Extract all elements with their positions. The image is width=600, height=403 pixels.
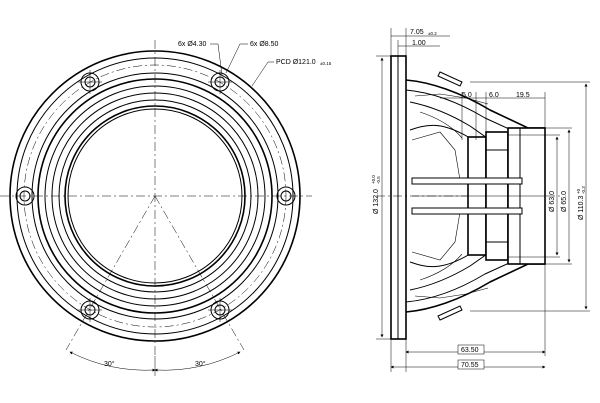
basket-lower-outer [405,263,545,313]
angle-arc-right [154,351,241,372]
label-frame-110: Ø 110.3 [578,196,585,220]
label-outer-dia: Ø 132.0 [373,189,380,214]
label-magnet-63: Ø 63.0 [549,191,556,212]
label-frame-110-tol-lower: -0.3 [581,186,586,194]
label-flange-705: 7.05 [410,29,424,36]
label-step-100: 1.00 [412,40,426,47]
cone-upper [409,124,476,161]
mounting-hole-top-right [208,70,232,94]
label-dim-5: 5.0 [462,92,472,99]
label-outer-dia-tol-lower: -0.5 [376,176,381,184]
terminal-upper [437,71,463,87]
label-depth-63: 63.50 [461,347,479,354]
callout-small-hole: 6x Ø4.30 [178,41,207,48]
callout-pcd-tolerance: ±0.15 [320,61,332,66]
leader-pcd [251,61,274,87]
mounting-hole-bottom-left [78,298,102,322]
label-flange-705-tol: ±0.2 [428,31,437,36]
side-view: Ø 132.0 +0.0 -0.5 Ø 63.0 Ø 65.0 Ø 110.3 … [371,28,590,372]
label-dim-19: 19.5 [516,92,530,99]
angle-label-left: 30° [104,360,115,368]
mounting-hole-top-left [78,70,102,94]
radial-line-bottom-left [65,195,156,351]
radial-line-bottom-right [154,195,245,351]
mounting-hole-bottom-right [208,298,232,322]
label-depth-70: 70.55 [461,362,479,369]
front-view: 6x Ø4.30 6x Ø8.50 PCD Ø121.0 ±0.15 30° 3… [0,40,332,376]
basket-upper-outer [405,79,545,129]
label-frame-110-tol-upper: +0 [576,188,581,194]
mounting-hole-right [276,186,296,206]
pole-rod-upper [411,177,523,185]
angle-arc-left [69,351,156,372]
callout-pcd: PCD Ø121.0 [276,59,316,66]
mounting-hole-left [15,186,35,206]
leader-large-hole [225,43,248,74]
pole-rod-lower [411,207,523,215]
angle-label-right: 30° [195,360,206,368]
label-magnet-65: Ø 65.0 [561,191,568,212]
callout-large-hole: 6x Ø8.50 [250,41,279,48]
cone-lower [409,231,476,268]
label-dim-6: 6.0 [489,92,499,99]
terminal-lower [437,305,463,321]
label-outer-dia-tol-upper: +0.0 [371,175,376,184]
leader-small-hole [210,43,223,76]
